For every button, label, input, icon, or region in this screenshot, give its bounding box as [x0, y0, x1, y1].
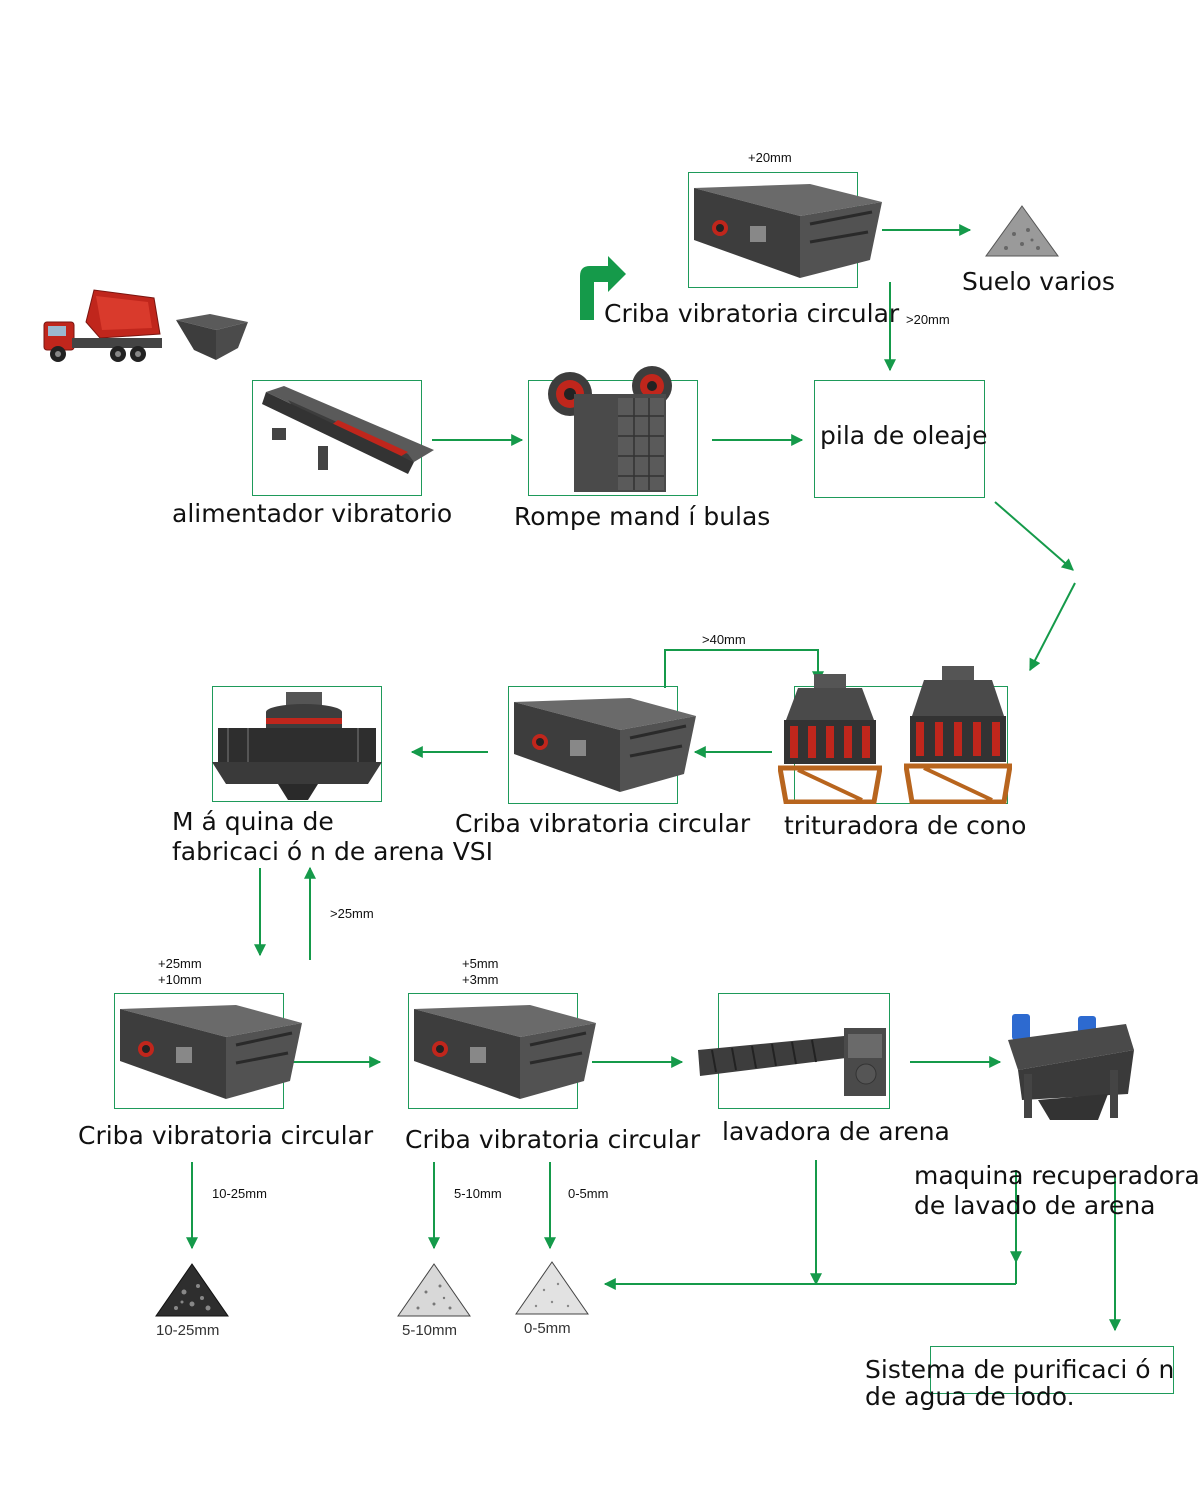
screen-b-vibrating-screen: [410, 1003, 596, 1103]
stockpile-box: [814, 380, 985, 498]
hopper-icon: [176, 314, 248, 360]
top-screen-over-label: >20mm: [906, 312, 950, 327]
cone-return-label: >40mm: [702, 632, 746, 647]
recovery-machine: [998, 1004, 1138, 1122]
washer-label: lavadora de arena: [722, 1117, 950, 1146]
recovery-label-line2: de lavado de arena: [914, 1191, 1156, 1220]
vibrating-feeder: [258, 382, 434, 482]
top-vibrating-screen: [690, 182, 882, 282]
jaw-box: [528, 380, 698, 496]
pile-0-5-label: 0-5mm: [524, 1320, 571, 1337]
pile-5-10-label: 5-10mm: [402, 1322, 458, 1339]
vsi-machine-icon: [212, 692, 382, 800]
vibrating-screen-icon: [120, 1005, 302, 1099]
sand-pile-icon: [515, 1261, 589, 1315]
mid-screen-label: Criba vibratoria circular: [455, 809, 751, 838]
screen-a-size-line2: +10mm: [158, 972, 202, 987]
cone-label: trituradora de cono: [784, 811, 1027, 840]
jaw-crusher-icon: [548, 366, 672, 492]
sand-pile-icon: [397, 1263, 471, 1317]
screen-b-size-line1: +5mm: [462, 956, 499, 971]
cone-crusher-icon: [777, 674, 883, 805]
screen-b-out2-label: 0-5mm: [568, 1186, 609, 1201]
cone-crusher-icon: [903, 666, 1013, 805]
top-screen-label: Criba vibratoria circular: [604, 299, 900, 328]
cone-crusher-2: [903, 662, 1013, 805]
pile-10-25: [154, 1262, 230, 1320]
purification-label-line1: Sistema de purificaci ó n: [865, 1355, 1175, 1384]
sand-washer-icon: [698, 1028, 886, 1096]
vsi-box: [212, 686, 382, 802]
top-screen-size-label: +20mm: [748, 150, 792, 165]
recovery-machine-icon: [1008, 1014, 1134, 1120]
arrow-stockpile-down-2: [1029, 582, 1076, 672]
feed-hopper: [172, 310, 252, 366]
vsi-label-line1: M á quina de: [172, 807, 334, 836]
screen-a-vibrating-screen: [116, 1003, 302, 1103]
screen-a-size-line1: +25mm: [158, 956, 202, 971]
pile-10-25-label: 10-25mm: [156, 1322, 220, 1339]
stockpile-label: pila de oleaje: [820, 421, 988, 450]
gravel-pile-icon: [155, 1263, 229, 1317]
pile-0-5: [514, 1260, 590, 1318]
pile-5-10: [396, 1262, 472, 1320]
recovery-label-line1: maquina recuperadora: [914, 1161, 1200, 1190]
dump-truck: [36, 282, 166, 366]
vsi-label-line2: fabricaci ó n de arena VSI: [172, 837, 494, 866]
purification-label-line2: de agua de lodo.: [865, 1382, 1075, 1411]
cone-crusher-1: [777, 670, 883, 805]
purification-box: [930, 1346, 1174, 1394]
jaw-label: Rompe mand í bulas: [514, 502, 771, 531]
mid-vibrating-screen: [510, 696, 696, 796]
feeder-icon: [262, 386, 434, 474]
vibrating-screen-icon: [694, 184, 882, 278]
suelo-pile: [984, 204, 1060, 260]
arrow-return-to-cone: [664, 649, 824, 688]
vsi-sand-maker: [208, 688, 386, 802]
jaw-crusher: [548, 356, 678, 496]
screen-a-out-label: 10-25mm: [212, 1186, 267, 1201]
bent-arrow-icon: [580, 256, 626, 320]
vibrating-screen-icon: [414, 1005, 596, 1099]
screen-b-size-line2: +3mm: [462, 972, 499, 987]
feeder-label: alimentador vibratorio: [172, 499, 453, 528]
arrow-stockpile-down-1: [994, 501, 1074, 571]
screen-a-label: Criba vibratoria circular: [78, 1121, 374, 1150]
sand-washer: [696, 1024, 892, 1100]
vsi-return-label: >25mm: [330, 906, 374, 921]
screen-b-label: Criba vibratoria circular: [405, 1125, 701, 1154]
dump-truck-icon: [43, 289, 162, 362]
feeder-box: [252, 380, 422, 496]
screen-b-out1-label: 5-10mm: [454, 1186, 502, 1201]
vibrating-screen-icon: [514, 698, 696, 792]
suelo-label: Suelo varios: [962, 267, 1115, 296]
gravel-pile-icon: [985, 205, 1059, 257]
